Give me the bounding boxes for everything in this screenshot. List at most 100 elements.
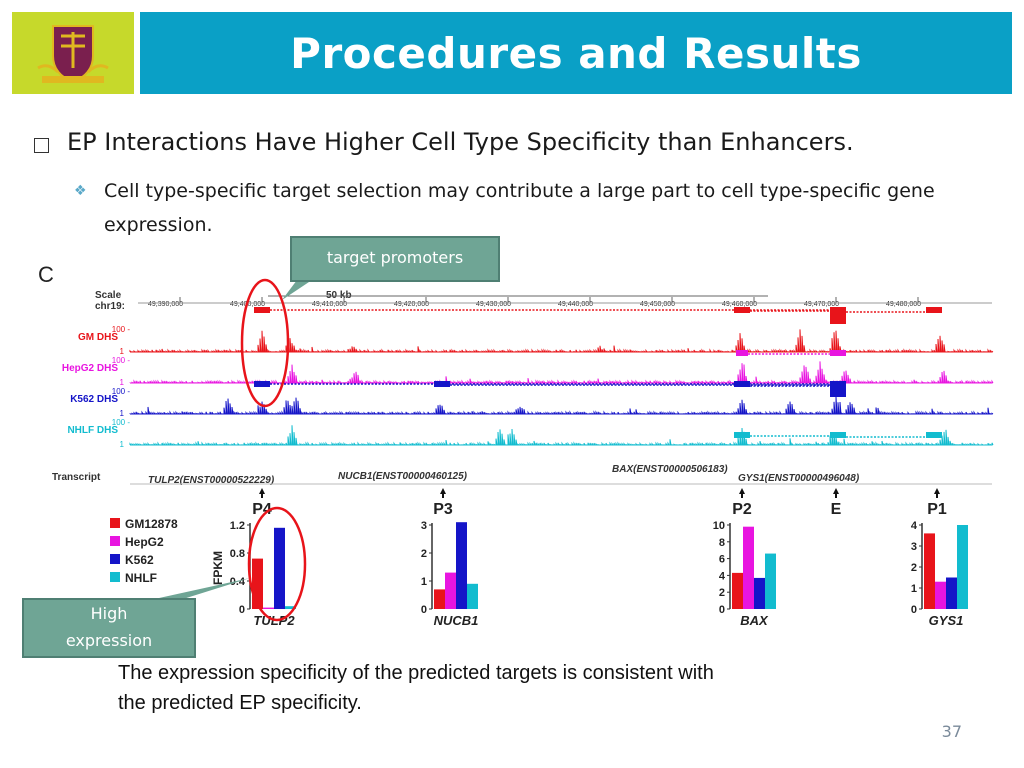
chart-bar: [957, 525, 968, 609]
callout-bottom-line2: expression: [65, 631, 153, 650]
track-scale-top: 100 -: [112, 387, 131, 396]
main-bullet-text: EP Interactions Have Higher Cell Type Sp…: [67, 128, 854, 156]
promoter-label: P4: [252, 501, 272, 518]
chart-y-tick-label: 1: [911, 583, 917, 595]
promoter-arrow-icon: [259, 488, 265, 494]
coord-label: 49,440,000: [558, 301, 593, 308]
chart-y-tick-label: 0: [421, 604, 427, 616]
dhs-signal: [129, 361, 994, 384]
track-scale-top: 100 -: [112, 356, 131, 365]
callout-top-text: target promoters: [326, 248, 464, 267]
transcript-label: Transcript: [52, 472, 101, 483]
chart-bar: [263, 607, 274, 609]
chart-y-tick-label: 0.8: [230, 548, 245, 560]
chart-y-tick-label: 3: [911, 541, 917, 553]
chart-y-tick-label: 2: [719, 587, 725, 599]
element-box: [830, 350, 846, 356]
element-box: [736, 350, 748, 356]
chart-y-tick-label: 0.4: [230, 576, 246, 588]
chart-y-tick-label: 1.2: [230, 520, 245, 532]
page-number: 37: [941, 722, 962, 741]
coord-label: 49,470,000: [804, 301, 839, 308]
track-scale-top: 100 -: [112, 418, 131, 427]
sub-bullet: ❖ Cell type-specific target selection ma…: [74, 174, 954, 242]
chart-y-tick-label: 4: [719, 570, 726, 582]
element-box: [830, 310, 846, 324]
chart-bar: [765, 553, 776, 609]
chart-bar: [935, 581, 946, 609]
legend-swatch: [110, 518, 120, 528]
promoter-arrow-icon: [739, 488, 745, 494]
coord-label: 49,430,000: [476, 301, 511, 308]
transcript-tulp2: TULP2(ENST00000522229): [148, 475, 275, 486]
slide-title: Procedures and Results: [290, 28, 862, 78]
square-bullet-icon: [34, 138, 49, 153]
transcript-bax: BAX(ENST00000506183): [612, 464, 728, 475]
promoter-arrow-icon: [833, 488, 839, 494]
chart-bar: [434, 589, 445, 609]
coord-label: 49,420,000: [394, 301, 429, 308]
track-label: K562 DHS: [70, 394, 118, 405]
chart-bar: [754, 577, 765, 609]
chart-y-tick-label: 0: [719, 604, 725, 616]
promoter-arrow-icon: [440, 488, 446, 494]
coord-label: 49,410,000: [312, 301, 347, 308]
track-label: HepG2 DHS: [62, 363, 118, 374]
coord-label: 49,480,000: [886, 301, 921, 308]
university-logo: [12, 12, 134, 94]
track-scale-bottom: 1: [120, 378, 125, 387]
legend-swatch: [110, 554, 120, 564]
chart-gene-label: NUCB1: [434, 613, 479, 628]
chart-bar: [732, 572, 743, 609]
coord-label: 49,390,000: [148, 301, 183, 308]
sub-bullet-text: Cell type-specific target selection may …: [104, 180, 935, 236]
legend-label: K562: [125, 553, 154, 567]
crest-icon: [37, 25, 109, 84]
main-bullet: EP Interactions Have Higher Cell Type Sp…: [34, 128, 994, 156]
track-scale-bottom: 1: [120, 440, 125, 449]
highlight-circle-top: [240, 278, 290, 408]
expression-bar-charts: 00.40.81.2TULP20123NUCB10246810BAX01234G…: [211, 520, 968, 628]
promoter-arrow-icon: [934, 488, 940, 494]
chart-y-tick-label: 10: [713, 520, 725, 532]
chart-y-tick-label: 1: [421, 576, 427, 588]
track-label: GM DHS: [78, 332, 118, 343]
promoter-label: E: [831, 501, 842, 518]
element-box: [254, 307, 270, 313]
chart-y-tick-label: 2: [421, 548, 427, 560]
promoter-label: P3: [433, 501, 453, 518]
chr-label: chr19:: [95, 301, 125, 312]
dhs-signal: [129, 329, 994, 353]
interaction-elements: [254, 307, 942, 438]
chart-y-tick-label: 0: [911, 604, 917, 616]
transcript-gys1: GYS1(ENST00000496048): [738, 473, 860, 484]
scale-label: Scale: [95, 290, 122, 301]
legend-swatch: [110, 536, 120, 546]
element-box: [254, 381, 270, 387]
promoter-label: P1: [927, 501, 947, 518]
transcript-nucb1: NUCB1(ENST00000460125): [338, 471, 468, 482]
callout-high-expression: High expression: [22, 598, 196, 658]
track-scale-bottom: 1: [120, 347, 125, 356]
element-box: [734, 381, 750, 387]
chart-bar: [252, 558, 263, 609]
chart-y-axis-title: FPKM: [211, 551, 225, 585]
callout-top-pointer: [282, 276, 318, 300]
panel-letter: C: [38, 262, 54, 287]
callout-bottom-line1: High: [90, 604, 128, 623]
chart-bar: [924, 533, 935, 609]
callout-target-promoters: target promoters: [290, 236, 500, 282]
chart-y-tick-label: 4: [911, 520, 918, 532]
legend-swatch: [110, 572, 120, 582]
track-label: NHLF DHS: [67, 425, 118, 436]
chart-bar: [456, 522, 467, 609]
chart-bar: [285, 606, 296, 609]
track-scale-bottom: 1: [120, 409, 125, 418]
element-box: [926, 307, 942, 313]
title-bar: Procedures and Results: [140, 12, 1012, 94]
